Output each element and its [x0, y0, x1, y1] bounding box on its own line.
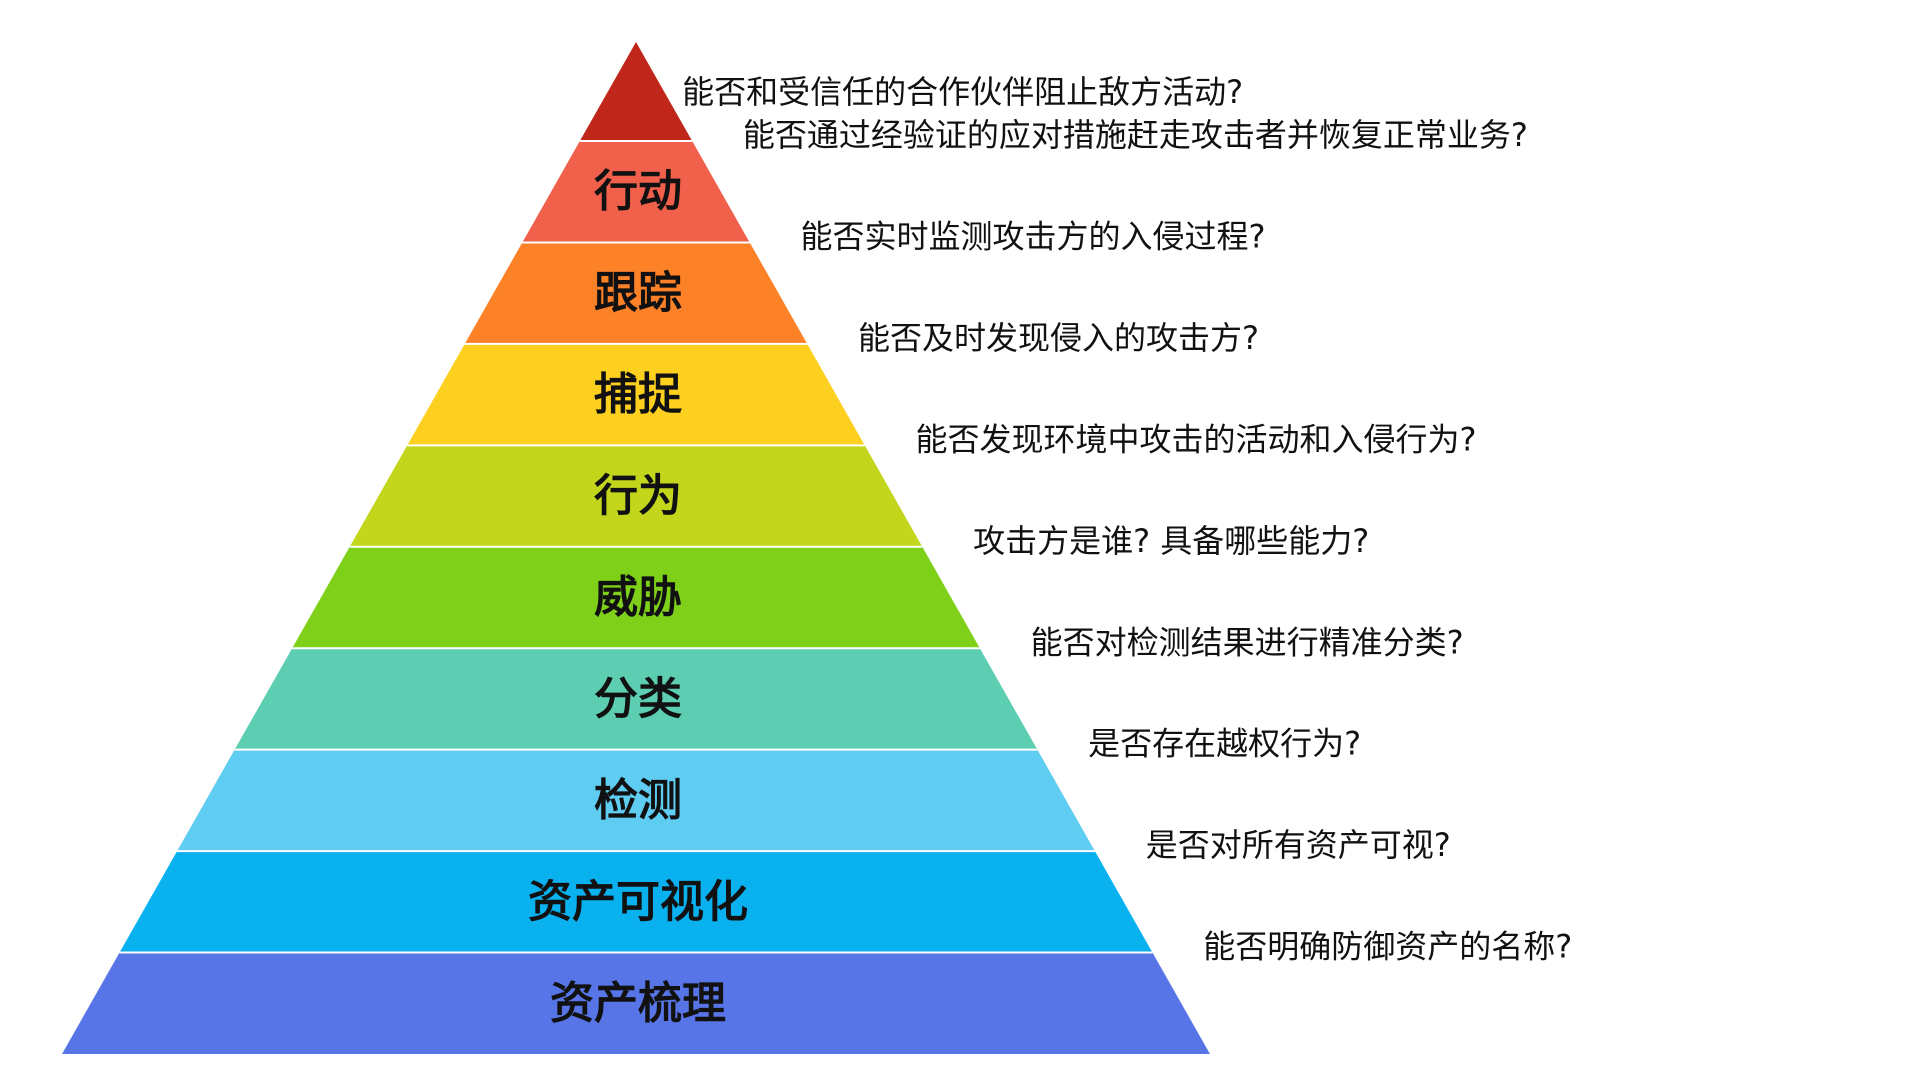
pyramid-question: 能否对检测结果进行精准分类? — [1031, 623, 1464, 661]
pyramid-band — [464, 242, 808, 344]
pyramid-band — [522, 141, 750, 243]
pyramid-question-top: 能否和受信任的合作伙伴阻止敌方活动? — [682, 73, 1243, 111]
pyramid-layer-label: 捕捉 — [594, 369, 683, 420]
pyramid-layer-label: 行动 — [594, 166, 682, 217]
pyramid-band — [349, 445, 923, 547]
pyramid-band — [292, 546, 980, 649]
pyramid-layer-label: 资产可视化 — [528, 876, 748, 927]
pyramid-question: 攻击方是谁? 具备哪些能力? — [973, 522, 1369, 560]
pyramid-question: 是否存在越权行为? — [1088, 725, 1361, 763]
pyramid-band — [234, 648, 1038, 750]
pyramid-question: 能否明确防御资产的名称? — [1203, 928, 1572, 966]
pyramid-apex — [579, 42, 693, 141]
pyramid-band — [407, 343, 865, 446]
pyramid-question: 能否及时发现侵入的攻击方? — [858, 319, 1259, 357]
pyramid-band — [119, 851, 1153, 953]
pyramid-layer-label: 行为 — [594, 471, 682, 522]
pyramid-bands — [62, 42, 1210, 1054]
pyramid-layer-label: 跟踪 — [594, 268, 682, 319]
pyramid-layer-label: 分类 — [594, 673, 682, 724]
pyramid-layer-label: 检测 — [594, 775, 682, 826]
pyramid-question: 是否对所有资产可视? — [1146, 826, 1451, 864]
pyramid-question: 能否通过经验证的应对措施赶走攻击者并恢复正常业务? — [743, 116, 1528, 154]
pyramid-layer-label: 资产梳理 — [550, 978, 726, 1029]
pyramid-question: 能否发现环境中攻击的活动和入侵行为? — [916, 420, 1477, 458]
pyramid-question: 能否实时监测攻击方的入侵过程? — [800, 217, 1265, 255]
pyramid-questions: 能否和受信任的合作伙伴阻止敌方活动? 能否通过经验证的应对措施赶走攻击者并恢复正常… — [682, 73, 1572, 966]
pyramid-band — [177, 749, 1095, 852]
pyramid-layer-label: 威胁 — [594, 572, 682, 623]
pyramid-band — [62, 952, 1210, 1054]
